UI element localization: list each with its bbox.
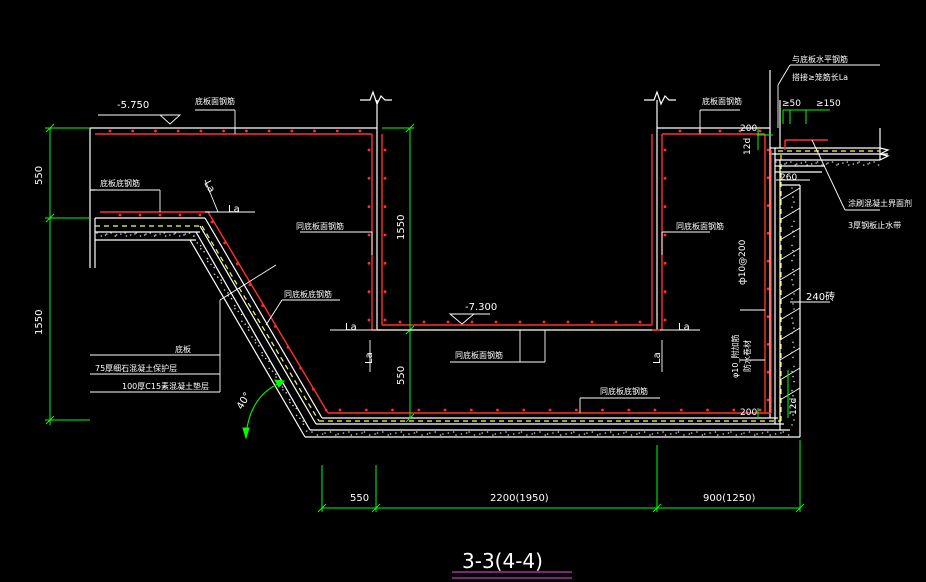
- drawing-title: 3-3(4-4): [462, 549, 543, 573]
- layer-slab: 底板: [175, 344, 191, 354]
- dim-left-bottom: 1550: [34, 310, 45, 335]
- rebar-dots: [108, 129, 770, 412]
- dim-12d-bottom: 12d: [789, 398, 799, 415]
- label-right-mid-1: 涂刷混凝土界面剂: [848, 198, 912, 208]
- dim-bottom-1: 550: [350, 493, 369, 504]
- anchor-la-pit-right: La: [678, 322, 690, 333]
- dim-center-upper: 1550: [396, 215, 407, 240]
- dim-260: 260: [780, 173, 797, 183]
- elevation-top: -5.750: [117, 100, 149, 111]
- rebar-spec: ф10@200: [738, 239, 748, 285]
- label-top-right-1: 与底板水平钢筋: [792, 54, 848, 64]
- protective-layer: [95, 150, 880, 422]
- label-top-bar-right: 底板面钢筋: [702, 96, 742, 106]
- layer-protective: 75厚细石混凝土保护层: [95, 363, 177, 373]
- elevation-pit: -7.300: [465, 302, 497, 313]
- label-inner-wall-right: 同底板面钢筋: [676, 221, 724, 231]
- label-top-right-2: 搭接≥笼筋长La: [792, 72, 848, 82]
- layer-cushion: 100厚C15素混凝土垫层: [122, 381, 209, 391]
- dim-left-top: 550: [34, 166, 45, 185]
- concrete-outline: [89, 70, 890, 438]
- title-underline: [452, 571, 572, 579]
- dim-ge150: ≥150: [816, 99, 841, 109]
- dim-right-bottom: 200: [740, 408, 757, 418]
- concrete-speckle: [96, 161, 880, 436]
- label-left-step-bar: 底板底钢筋: [100, 178, 140, 188]
- leader-lines: [90, 64, 880, 413]
- dimension-lines: [45, 109, 830, 513]
- label-right-waterproof-1: φ10_附加筋: [730, 335, 740, 378]
- dim-bottom-3: 900(1250): [703, 493, 755, 504]
- brick-wall-hatch: [779, 187, 801, 401]
- label-top-bar-left: 底板面钢筋: [195, 96, 235, 106]
- label-right-mid-2: 3厚钢板止水带: [848, 220, 901, 230]
- drawing-labels: -5.750 底板面钢筋 底板面钢筋 底板底钢筋 同底板面钢筋 同底板面钢筋 同…: [95, 54, 912, 573]
- anchor-la-down-right: La: [652, 352, 663, 364]
- dim-right-top: 200: [740, 124, 757, 134]
- dim-bottom-2: 2200(1950): [490, 493, 549, 504]
- anchor-la-down-left: La: [364, 352, 375, 364]
- label-brick-wall: 240砖: [806, 290, 835, 303]
- dim-center-lower: 550: [396, 366, 407, 385]
- dim-ge50: ≥50: [782, 99, 801, 109]
- label-pit-floor-bar: 同底板面钢筋: [455, 350, 503, 360]
- anchor-la-slope: La: [201, 179, 216, 195]
- anchor-la-pit-left: La: [345, 322, 357, 333]
- label-pit-bottom-bar: 同底板底钢筋: [600, 386, 648, 396]
- anchor-la-left: La: [228, 204, 240, 215]
- dim-12d-top: 12d: [743, 138, 753, 155]
- label-right-waterproof-2: 防水卷材: [742, 340, 752, 372]
- label-inner-wall-left: 同底板面钢筋: [296, 221, 344, 231]
- label-slope-bar: 同底板底钢筋: [284, 289, 332, 299]
